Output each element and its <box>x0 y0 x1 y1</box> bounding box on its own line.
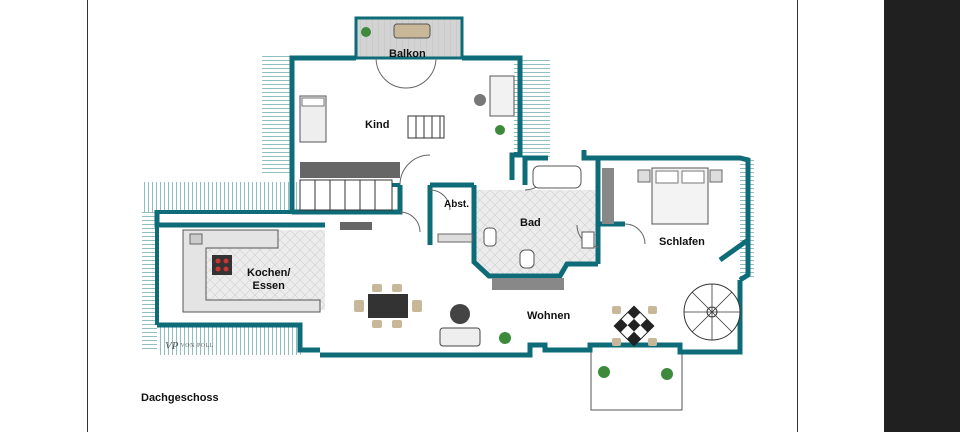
room-label-wohnen: Wohnen <box>527 310 571 322</box>
room-label-schlafen: Schlafen <box>659 236 705 248</box>
page-border-right <box>797 0 798 432</box>
logo-text: VON POLL <box>180 343 214 349</box>
room-label-abst: Abst. <box>444 199 469 210</box>
room-label-kochen-line2: Essen <box>252 280 285 292</box>
logo-mark: VP <box>165 340 179 352</box>
floor-plan-drawing <box>142 16 754 411</box>
room-label-kochen-essen: Kochen/ Essen <box>247 267 290 293</box>
room-label-kochen-line1: Kochen/ <box>247 267 291 279</box>
floor-plan-page: Balkon Kind Abst. Bad Schlafen Kochen/ E… <box>0 0 884 432</box>
dark-side-strip <box>884 0 960 432</box>
floor-caption: Dachgeschoss <box>141 392 219 404</box>
kitchen-furniture <box>182 222 372 313</box>
balcony-furniture <box>361 23 431 39</box>
kind-furniture <box>299 75 515 211</box>
bath-fixtures <box>437 165 595 290</box>
bath-tile-floor <box>474 190 598 274</box>
von-poll-logo: VP VON POLL <box>165 340 214 352</box>
bedroom-furniture <box>602 167 723 225</box>
room-label-balkon: Balkon <box>389 48 426 60</box>
room-label-kind: Kind <box>365 119 390 131</box>
living-furniture <box>354 283 741 380</box>
room-label-bad: Bad <box>520 217 541 229</box>
page-border-left <box>87 0 88 432</box>
